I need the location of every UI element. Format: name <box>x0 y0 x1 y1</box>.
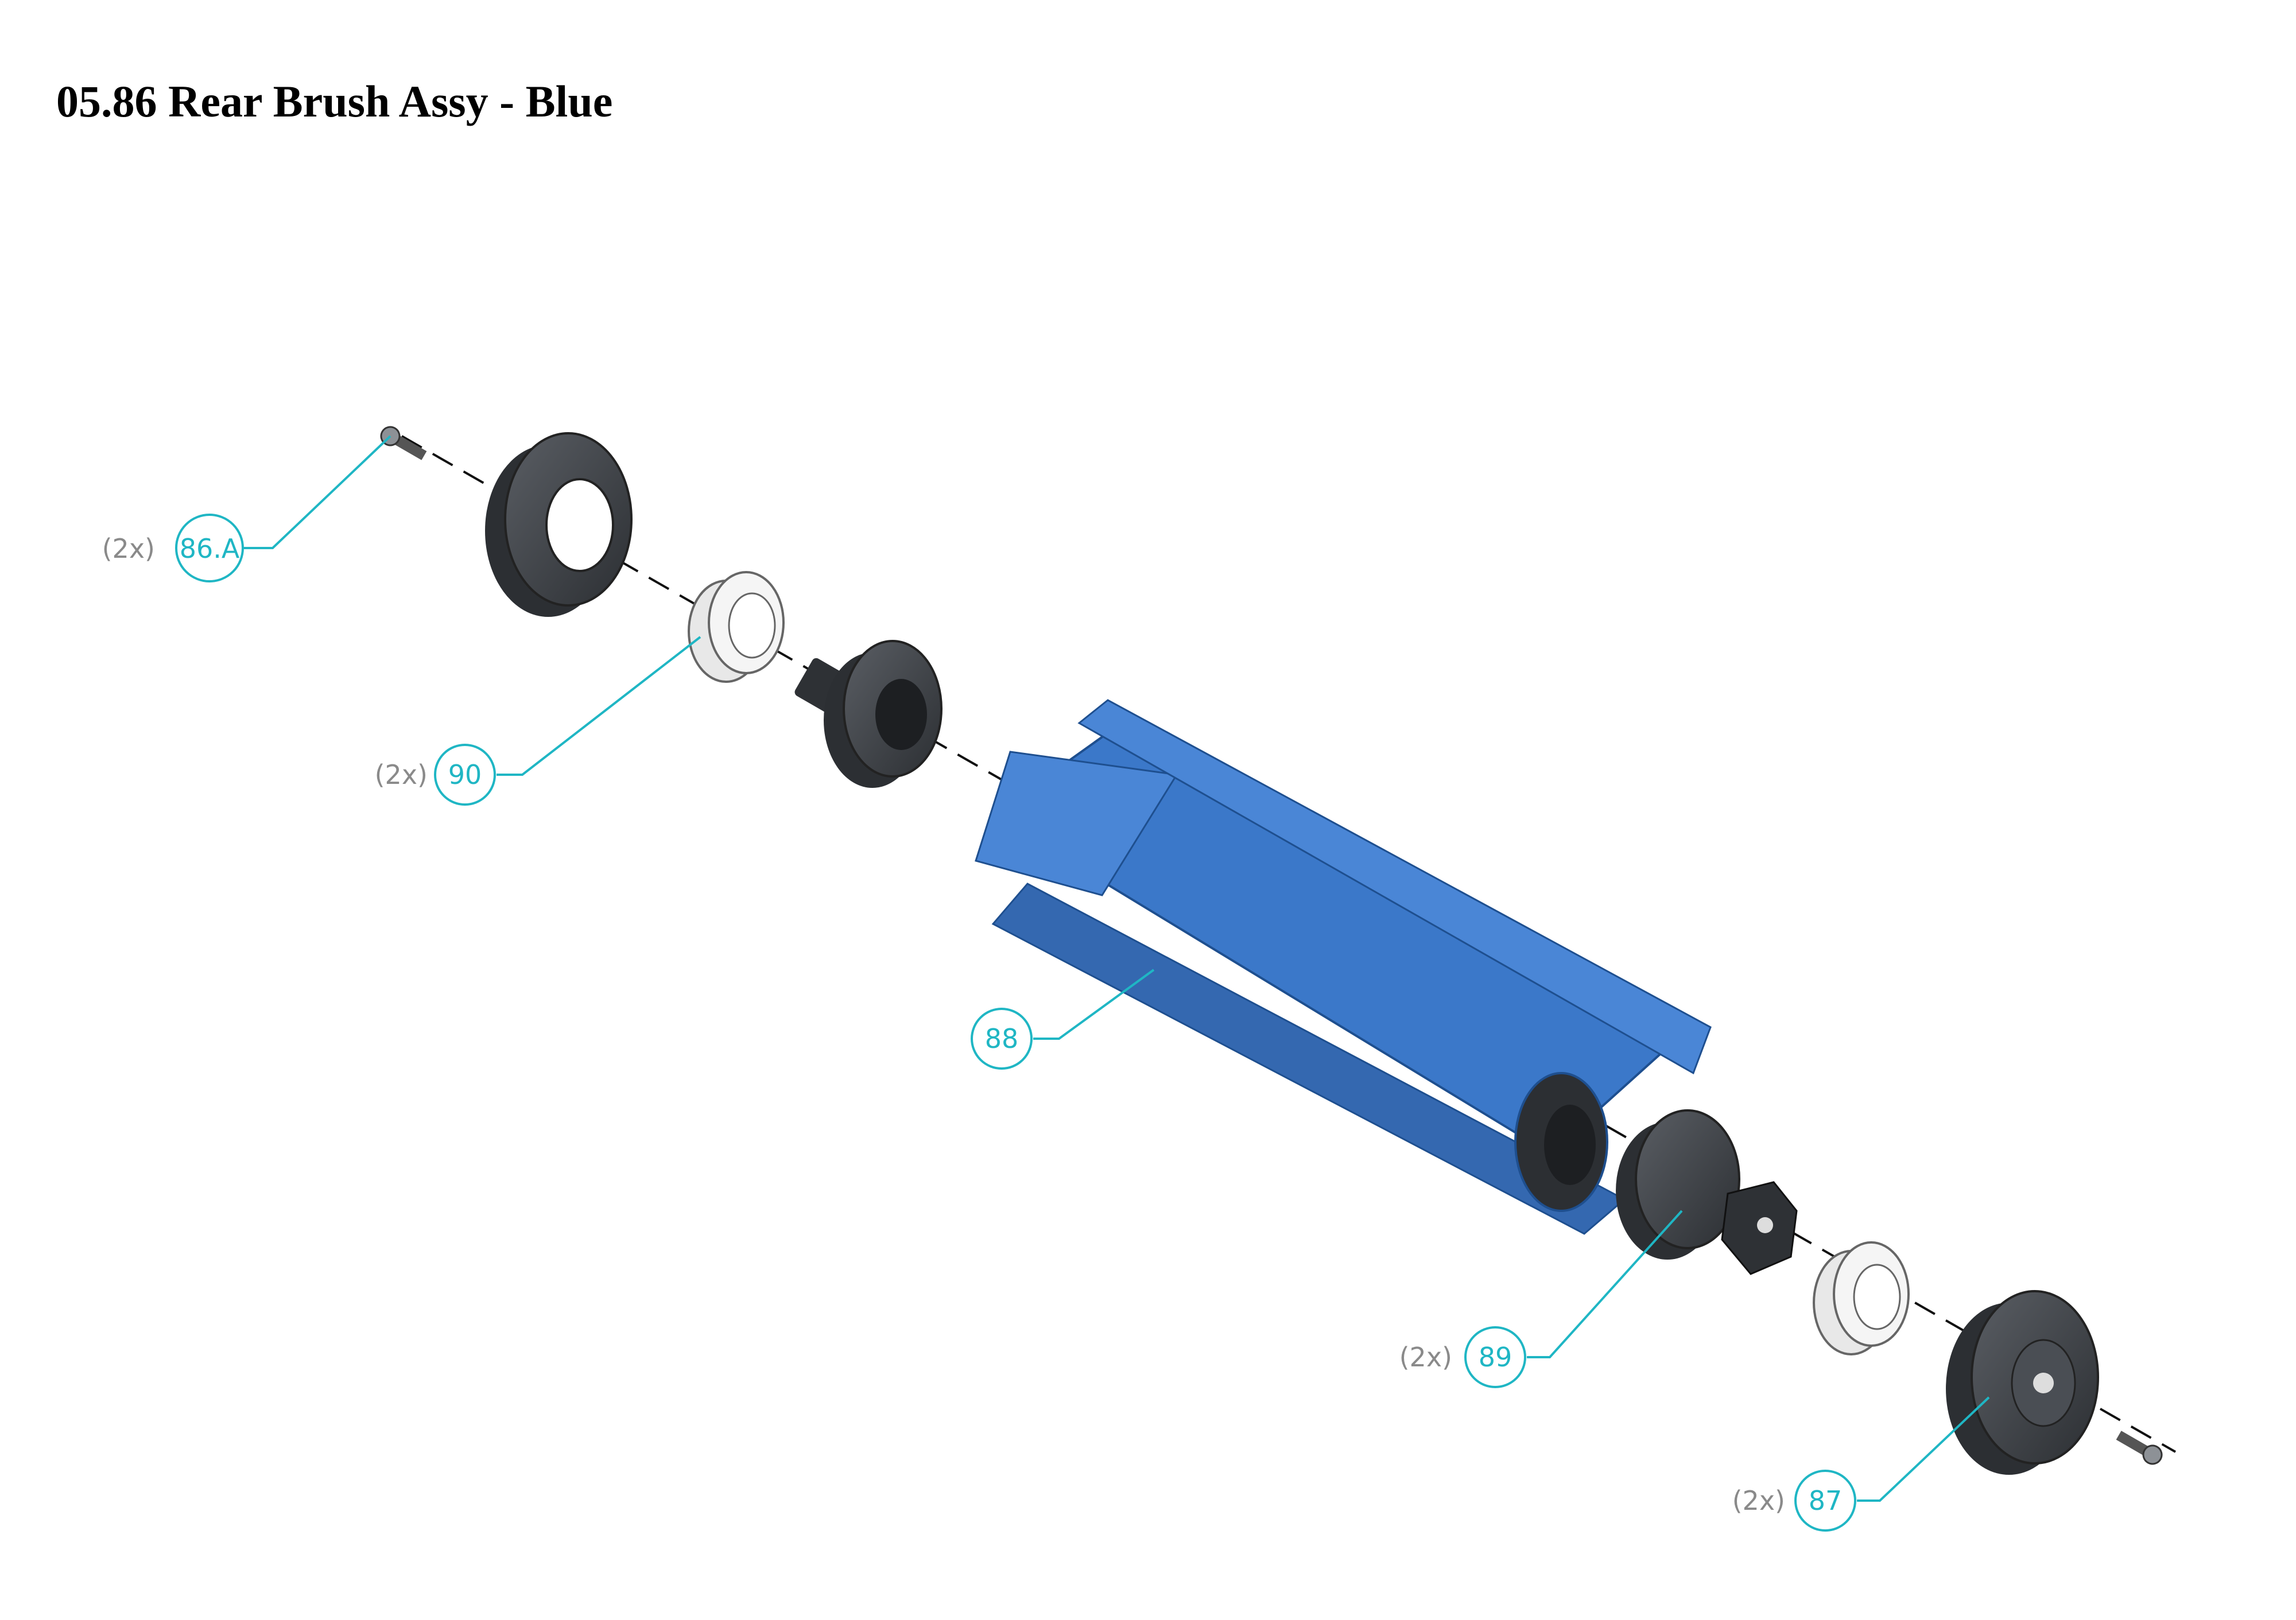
callout-86A: 86.A (2x) <box>102 435 391 582</box>
callout-89: 89 (2x) <box>1399 1210 1683 1388</box>
callout-88: 88 <box>971 969 1155 1070</box>
callout-89-number: 89 <box>1479 1342 1512 1373</box>
callout-90-qty: (2x) <box>375 759 428 790</box>
callout-86A-qty: (2x) <box>102 533 155 564</box>
screw-right <box>2116 1431 2163 1465</box>
gear-left <box>485 432 633 617</box>
callout-87-number: 87 <box>1809 1485 1843 1516</box>
callout-90: 90 (2x) <box>375 636 701 806</box>
screw-left <box>380 426 427 460</box>
bushing-right <box>1813 1241 1910 1355</box>
callout-86A-number: 86.A <box>180 533 240 564</box>
page-title: 05.86 Rear Brush Assy - Blue <box>56 76 613 126</box>
end-cap-right <box>1616 1109 1798 1275</box>
callout-87: 87 (2x) <box>1732 1396 1990 1532</box>
end-cap-left <box>794 640 943 788</box>
callout-88-number: 88 <box>985 1023 1019 1054</box>
callout-89-qty: (2x) <box>1399 1342 1452 1373</box>
gear-right <box>1946 1290 2099 1475</box>
bushing-left <box>688 571 785 683</box>
brush-roller <box>975 699 1712 1235</box>
callout-87-qty: (2x) <box>1732 1485 1785 1516</box>
callout-90-number: 90 <box>448 759 482 790</box>
